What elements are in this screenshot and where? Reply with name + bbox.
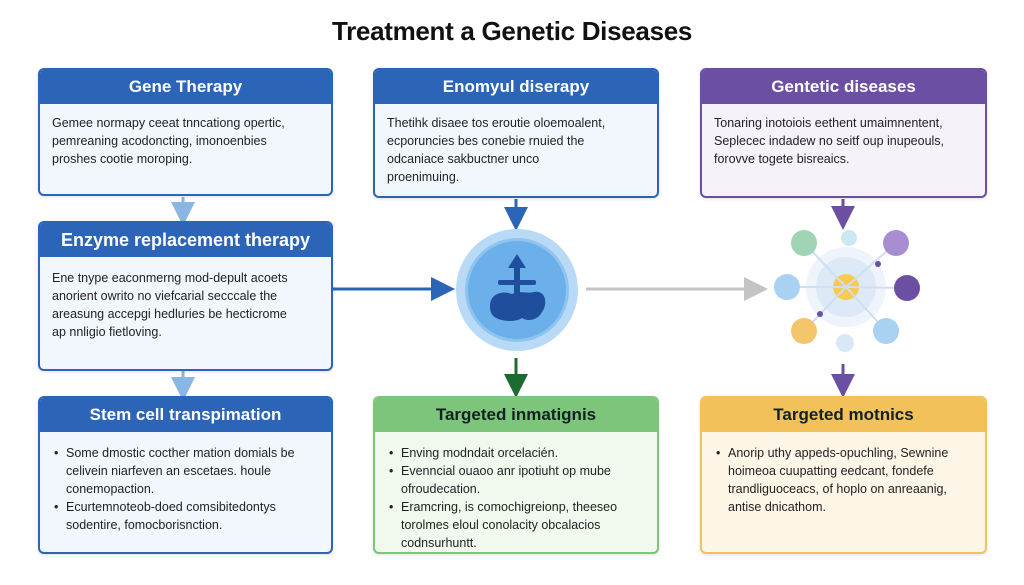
text-line: Thetihk disaee tos eroutie oloemoalent, xyxy=(387,116,606,130)
list-item: Eramcring, is comochigreionp, theeseo to… xyxy=(387,498,645,552)
text-line: odcaniace sakbuctner unco xyxy=(387,152,540,166)
text-line: Tonaring inotoiois eethent umaimnentent, xyxy=(714,116,943,130)
targeted-motnics-card: Targeted motnics Anorip uthy appeds-opuc… xyxy=(700,396,987,554)
enzyme-therapy-header: Enzyme replacement therapy xyxy=(40,223,331,257)
genetic-diseases-card: Gentetic diseases Tonaring inotoiois eet… xyxy=(700,68,987,198)
text-line: Gemee normapy ceeat tnncationg opertic, xyxy=(52,116,285,130)
targeted-inmatignis-header: Targeted inmatignis xyxy=(375,398,657,432)
stem-cell-card: Stem cell transpimation Some dmostic coc… xyxy=(38,396,333,554)
list-item: Anorip uthy appeds-opuchling, Sewnine ho… xyxy=(714,444,973,516)
list-item: Evenncial ouaoo anr ipotiuht op mube ofr… xyxy=(387,462,645,498)
text-line: proenimuing. xyxy=(387,170,460,184)
hub-core xyxy=(465,238,569,342)
list-item: Ecurtemnoteob-doed comsibitedontys soden… xyxy=(52,498,319,534)
enzyme-therapy-card: Enzyme replacement therapy Ene tnype eac… xyxy=(38,221,333,371)
dna-medicine-icon xyxy=(490,254,546,321)
genetic-diseases-body: Tonaring inotoiois eethent umaimnentent,… xyxy=(702,104,985,178)
gene-therapy-header: Gene Therapy xyxy=(40,70,331,104)
text-line: anorient owrito no viefcarial secccale t… xyxy=(52,289,278,303)
text-line: pemreaning acodoncting, imonoenbies xyxy=(52,134,267,148)
enomyul-body: Thetihk disaee tos eroutie oloemoalent, … xyxy=(375,104,657,196)
treatment-hub xyxy=(456,229,578,351)
text-line: proshes cootie moroping. xyxy=(52,152,193,166)
enomyul-card: Enomyul diserapy Thetihk disaee tos erou… xyxy=(373,68,659,198)
targeted-motnics-body: Anorip uthy appeds-opuchling, Sewnine ho… xyxy=(702,432,985,526)
enomyul-header: Enomyul diserapy xyxy=(375,70,657,104)
page-title: Treatment a Genetic Diseases xyxy=(331,16,693,46)
gene-therapy-card: Gene Therapy Gemee normapy ceeat tnncati… xyxy=(38,68,333,196)
text-line: Ene tnype eaconmerng mod-depult acoets xyxy=(52,271,288,285)
list-item: Enving modndait orcelacién. xyxy=(387,444,645,462)
targeted-inmatignis-body: Enving modndait orcelacién. Evenncial ou… xyxy=(375,432,657,552)
targeted-inmatignis-card: Targeted inmatignis Enving modndait orce… xyxy=(373,396,659,554)
text-line: forovve togete bisreaics. xyxy=(714,152,850,166)
list-item: Some dmostic cocther mation domials be c… xyxy=(52,444,319,498)
text-line: areasung accepgi hedluries be hecticrome xyxy=(52,307,287,321)
text-line: ecporuncies bes conebie rnuied the xyxy=(387,134,585,148)
text-line: Seplecec indadew no seitf oup inupeouls, xyxy=(714,134,945,148)
targeted-motnics-header: Targeted motnics xyxy=(702,398,985,432)
gene-therapy-body: Gemee normapy ceeat tnncationg opertic, … xyxy=(40,104,331,178)
enzyme-therapy-body: Ene tnype eaconmerng mod-depult acoets a… xyxy=(40,257,331,351)
stem-cell-body: Some dmostic cocther mation domials be c… xyxy=(40,432,331,544)
text-line: ap nnligio fietloving. xyxy=(52,325,162,339)
stem-cell-header: Stem cell transpimation xyxy=(40,398,331,432)
genetic-diseases-header: Gentetic diseases xyxy=(702,70,985,104)
